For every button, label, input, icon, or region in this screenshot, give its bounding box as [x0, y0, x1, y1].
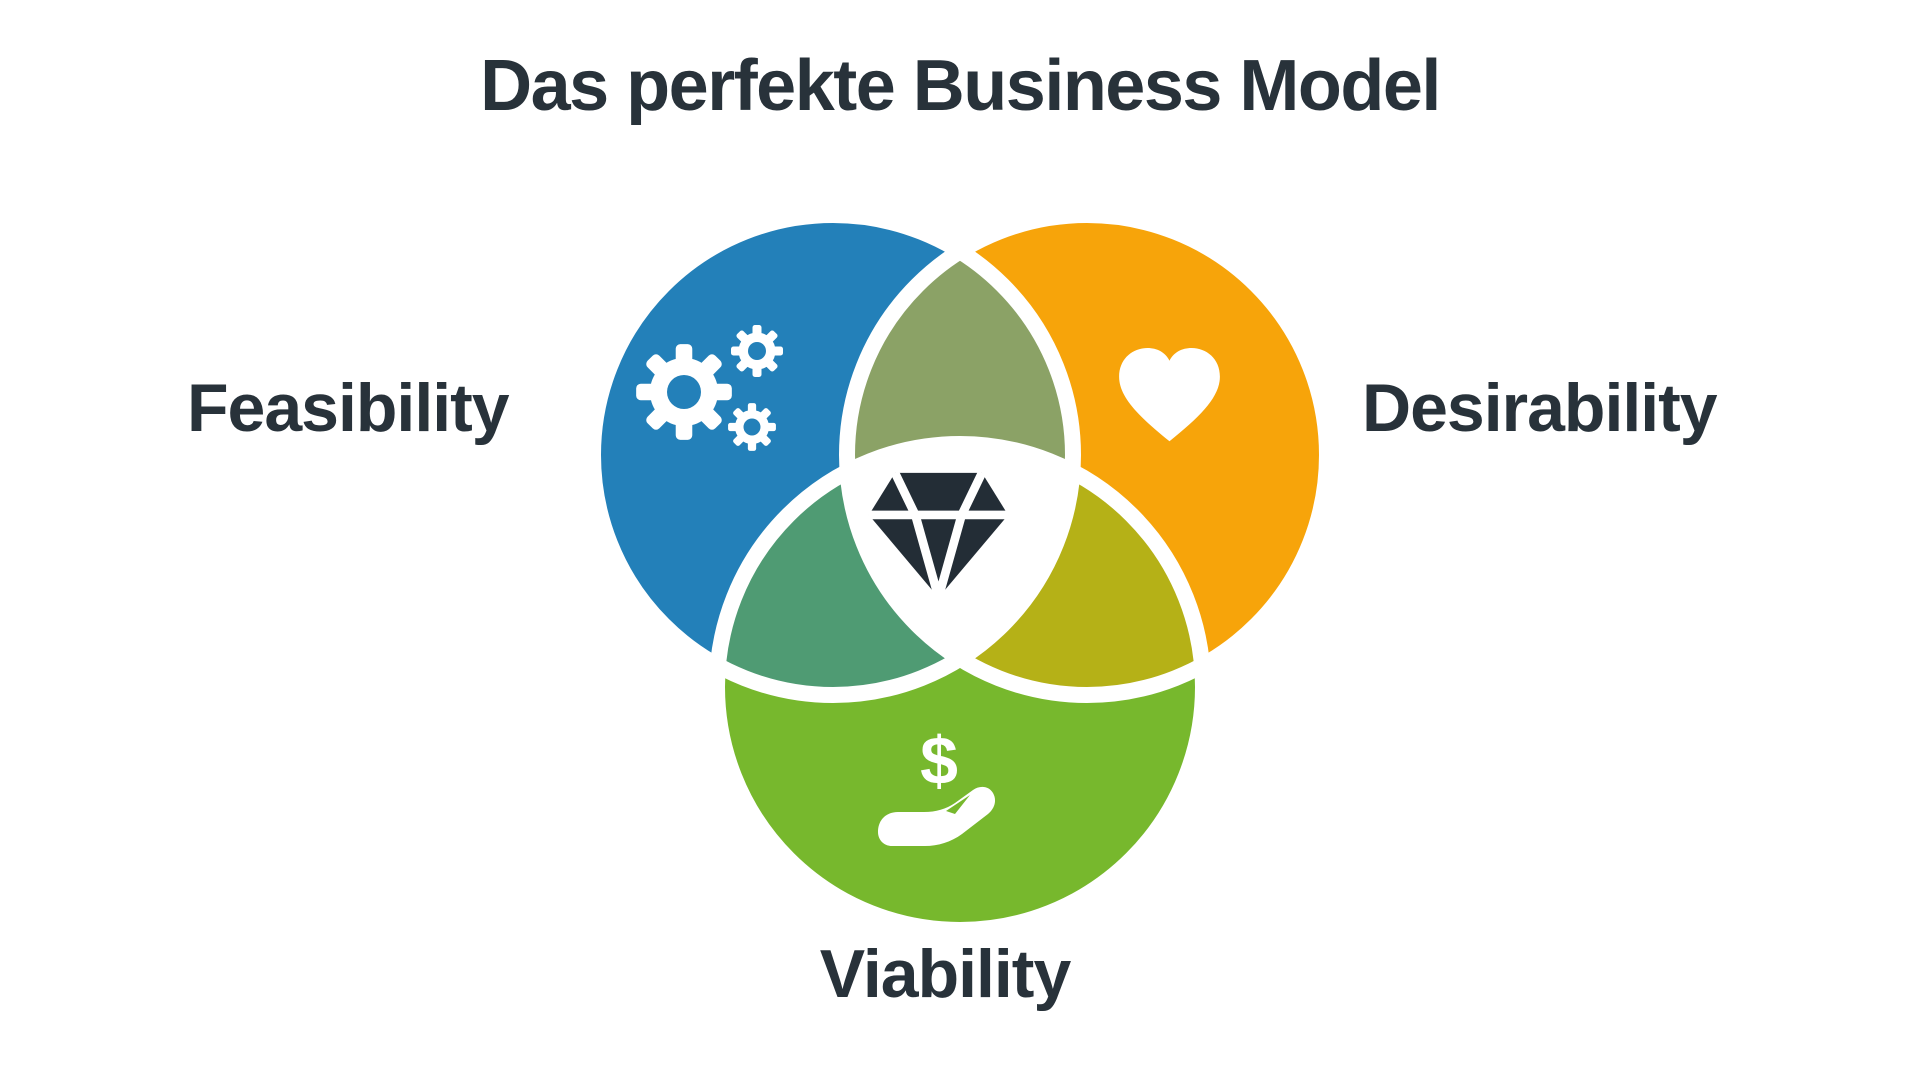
label-feasibility: Feasibility: [187, 370, 510, 446]
heart-icon: [1119, 348, 1220, 442]
divider-viability: [709, 436, 1211, 938]
divider-desirability: [839, 207, 1335, 703]
hand-holding-dollar-icon: $: [878, 723, 996, 846]
gears-icon: [636, 325, 783, 451]
dollar-sign: $: [920, 723, 958, 799]
label-viability: Viability: [819, 936, 1072, 1012]
page-title: Das perfekte Business Model: [480, 46, 1441, 126]
diamond-icon: [868, 471, 1009, 599]
hand-shape: [878, 786, 996, 846]
thumb-slit: [946, 795, 970, 814]
label-desirability: Desirability: [1362, 370, 1718, 446]
divider-feasibility: [585, 207, 1081, 703]
